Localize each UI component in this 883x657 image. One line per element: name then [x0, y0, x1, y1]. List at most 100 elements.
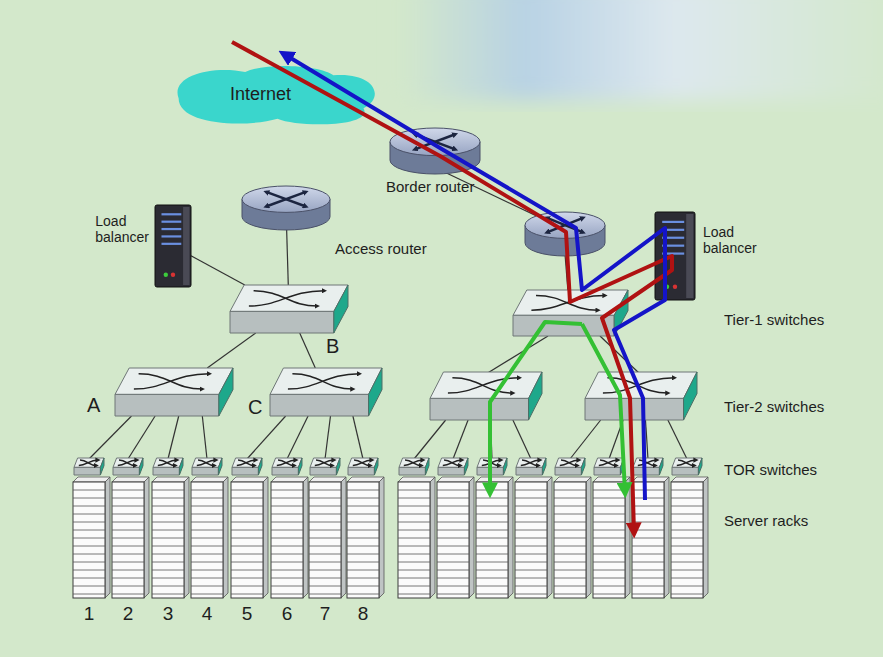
server-rack: [309, 538, 341, 539]
server-rack: [515, 594, 547, 595]
rack-number: 4: [192, 603, 222, 625]
server-rack: [593, 490, 625, 491]
server-rack: [231, 530, 263, 531]
tor-switch-icon: [158, 460, 177, 465]
server-rack: [191, 570, 223, 571]
server-rack: [593, 586, 625, 587]
rack-number: 2: [113, 603, 143, 625]
tor-switch-icon: [503, 458, 507, 475]
tor-switch-icon: [594, 467, 620, 475]
network-link: [191, 256, 245, 285]
tier-label-holder: Tier-2 switches: [724, 398, 824, 415]
tor-switch-icon: [336, 458, 340, 475]
server-rack: [632, 594, 664, 595]
server-rack: [347, 578, 379, 579]
server-rack: [73, 554, 105, 555]
server-rack: [347, 477, 384, 482]
server-rack: [671, 578, 703, 579]
server-rack: [112, 546, 144, 547]
tier-label-holder: Tier-1 switches: [724, 311, 824, 328]
tor-switch-icon: [232, 467, 258, 475]
tor-switch-icon: [516, 458, 546, 475]
server-rack: [632, 482, 664, 598]
server-rack: [73, 586, 105, 587]
server-rack: [112, 538, 144, 539]
tor-switch-icon: [438, 458, 468, 475]
server-rack: [303, 477, 308, 598]
server-rack: [437, 498, 469, 499]
server-rack: [271, 490, 303, 491]
tor-switch-icon: [272, 467, 298, 475]
server-rack: [347, 490, 379, 491]
server-rack: [152, 482, 184, 598]
server-rack: [554, 554, 586, 555]
server-rack: [231, 498, 263, 499]
server-rack: [112, 554, 144, 555]
server-rack: [398, 477, 435, 482]
server-rack: [554, 546, 586, 547]
server-rack: [152, 578, 184, 579]
tor-switch-icon: [521, 460, 540, 465]
server-rack: [671, 477, 708, 482]
tier2-switch-icon: [270, 368, 382, 394]
tor-switch-icon: [139, 458, 143, 475]
server-rack: [593, 506, 625, 507]
access-router-icon: [242, 186, 330, 230]
rack-number-holder: 3: [153, 603, 183, 625]
tor-switch-icon: [542, 458, 546, 475]
server-rack: [152, 530, 184, 531]
load-balancer-label: Load balancer: [95, 213, 149, 245]
tier2-switch-icon: [115, 368, 233, 394]
server-rack: [347, 554, 379, 555]
tor-switch-icon: [113, 467, 139, 475]
server-rack: [476, 530, 508, 531]
server-rack: [671, 514, 703, 515]
server-rack: [152, 477, 189, 482]
server-rack: [476, 522, 508, 523]
tor-switch-icon: [315, 460, 334, 465]
server-rack: [476, 538, 508, 539]
server-rack: [152, 594, 184, 595]
network-wire: [486, 336, 548, 374]
server-rack: [671, 538, 703, 539]
server-rack: [152, 586, 184, 587]
server-rack: [152, 522, 184, 523]
tier1-switch-icon: [249, 291, 325, 306]
tor-switch-icon: [659, 458, 663, 475]
server-rack: [152, 570, 184, 571]
server-rack: [632, 578, 664, 579]
server-rack: [73, 546, 105, 547]
server-rack: [309, 477, 346, 598]
server-rack: [231, 477, 268, 598]
internet-cloud-label: Internet: [230, 84, 291, 105]
server-rack: [632, 570, 664, 571]
server-rack: [231, 562, 263, 563]
server-rack: [554, 477, 591, 598]
server-rack: [112, 498, 144, 499]
server-rack: [515, 482, 547, 598]
network-wire: [247, 416, 286, 459]
load-balancer-icon: [155, 205, 191, 287]
server-rack: [469, 477, 474, 598]
network-wire: [325, 416, 330, 459]
server-rack: [554, 522, 586, 523]
tor-switch-icon: [638, 460, 657, 465]
tier2-switch-icon: [134, 374, 210, 389]
server-rack: [271, 522, 303, 523]
rack-number: 3: [153, 603, 183, 625]
network-link: [287, 230, 289, 285]
server-rack: [73, 522, 105, 523]
server-rack: [73, 477, 110, 482]
server-rack: [671, 498, 703, 499]
server-rack: [309, 477, 346, 482]
server-rack: [271, 477, 308, 598]
server-rack: [632, 538, 664, 539]
server-rack: [271, 514, 303, 515]
server-rack: [515, 506, 547, 507]
rack-number: 1: [74, 603, 104, 625]
load-balancer: Load balancer: [155, 205, 191, 287]
tier2-switch-icon: [219, 368, 233, 416]
tor-switch-icon: [310, 458, 340, 467]
server-rack: [112, 490, 144, 491]
server-rack: [398, 498, 430, 499]
